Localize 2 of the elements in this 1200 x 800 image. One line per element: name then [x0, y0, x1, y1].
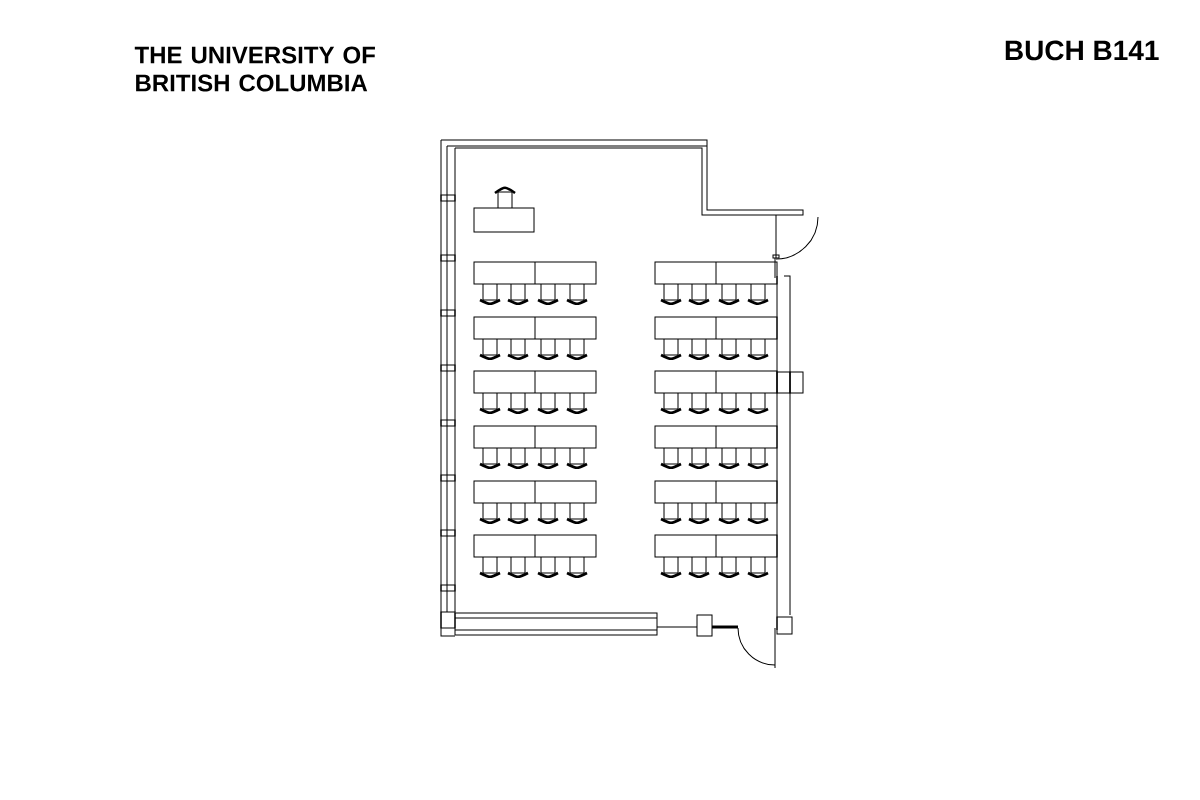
room-title: BUCH B141 — [1005, 40, 1159, 61]
university-name: THE UNIVERSITY OF BRITISH COLUMBIA — [134, 46, 375, 92]
